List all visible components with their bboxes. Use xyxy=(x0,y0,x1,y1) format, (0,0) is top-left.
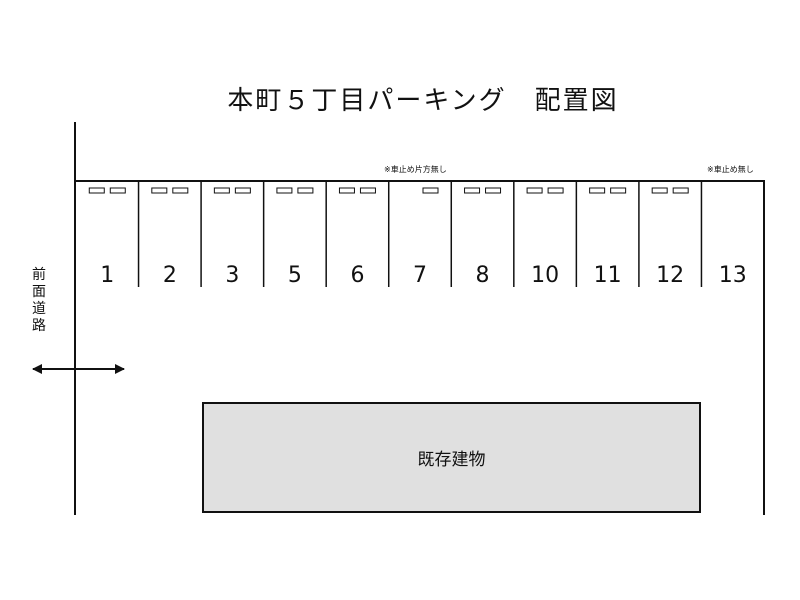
stall-number: 6 xyxy=(350,263,364,288)
wheel-stopper xyxy=(359,187,376,194)
stall-number: 3 xyxy=(225,263,239,288)
stall-number: 13 xyxy=(719,263,747,288)
wheel-stopper xyxy=(88,187,105,194)
road-label-char: 道 xyxy=(32,301,46,317)
stall-number: 1 xyxy=(100,263,114,288)
road-label-char: 前 xyxy=(32,267,46,283)
road-label-char: 路 xyxy=(32,318,46,334)
wheel-stopper xyxy=(276,187,293,194)
stall-number: 7 xyxy=(413,263,427,288)
stall-number: 11 xyxy=(594,263,622,288)
wheel-stopper xyxy=(297,187,314,194)
road-label-char: 面 xyxy=(32,284,46,300)
wheel-stopper xyxy=(651,187,668,194)
page-title: 本町５丁目パーキング 配置図 xyxy=(227,86,619,116)
note-stopper-none: ※車止め無し xyxy=(707,165,754,174)
wheel-stopper xyxy=(234,187,251,194)
wheel-stopper xyxy=(213,187,230,194)
stall-number: 12 xyxy=(656,263,684,288)
wheel-stopper xyxy=(672,187,689,194)
wheel-stopper xyxy=(610,187,627,194)
wheel-stopper xyxy=(151,187,168,194)
wheel-stopper xyxy=(589,187,606,194)
stall-number: 8 xyxy=(476,263,490,288)
wheel-stopper xyxy=(109,187,126,194)
stall-number: 5 xyxy=(288,263,302,288)
existing-building: 既存建物 xyxy=(202,402,701,513)
road-label: 前 面 道 路 xyxy=(30,267,48,335)
stall-number: 2 xyxy=(163,263,177,288)
wheel-stopper xyxy=(338,187,355,194)
wheel-stopper xyxy=(422,187,439,194)
building-label: 既存建物 xyxy=(417,450,486,470)
stall-number: 10 xyxy=(531,263,559,288)
wheel-stopper xyxy=(485,187,502,194)
wheel-stopper xyxy=(464,187,481,194)
wheel-stopper xyxy=(547,187,564,194)
wheel-stopper xyxy=(526,187,543,194)
wheel-stopper xyxy=(172,187,189,194)
note-stopper-partial: ※車止め片方無し xyxy=(384,165,447,174)
